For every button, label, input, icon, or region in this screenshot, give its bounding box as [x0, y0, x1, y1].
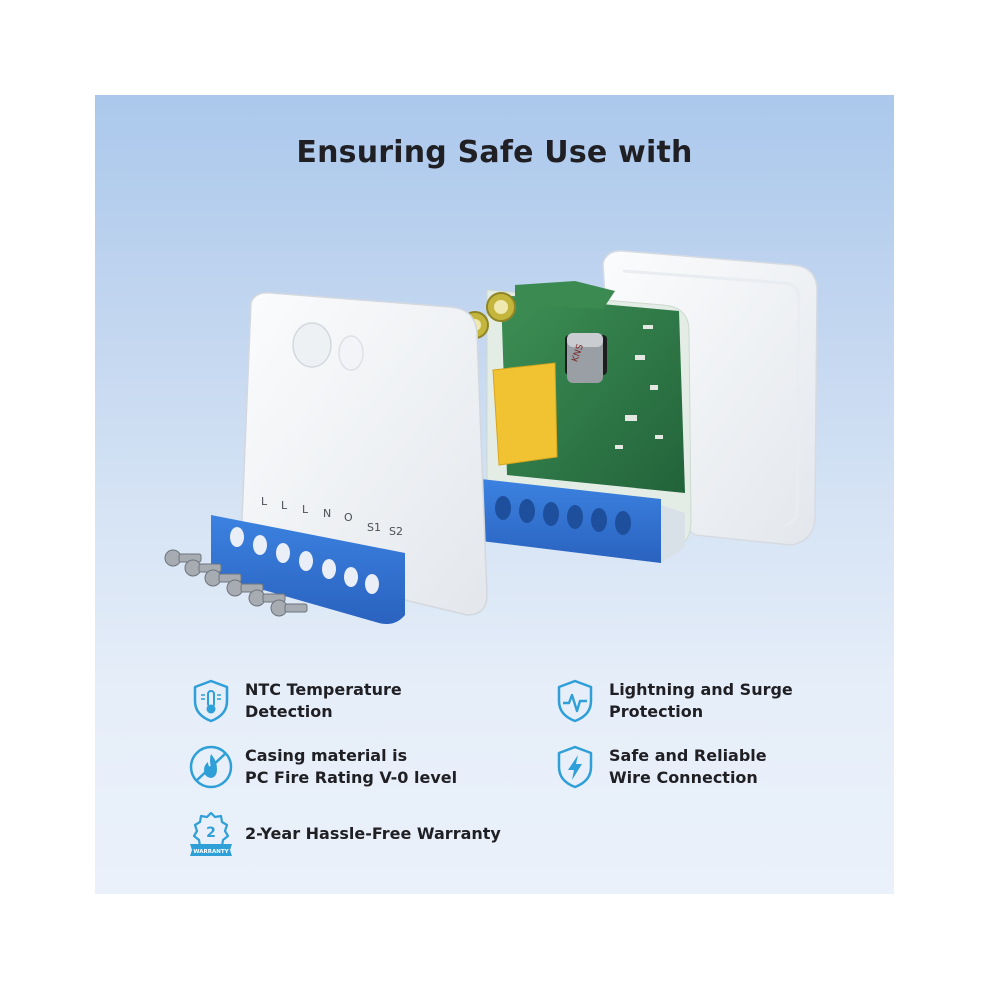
- lightning-pulse-shield-icon: [557, 679, 593, 723]
- bolt-shield-icon: [557, 745, 593, 789]
- terminal-label: S1: [367, 521, 381, 534]
- terminal-label: L: [302, 503, 309, 516]
- terminal-label: L: [281, 499, 288, 512]
- terminal-label: L: [261, 495, 268, 508]
- warranty-badge-icon: 2 WARRANTY: [190, 811, 232, 856]
- feature-line: Detection: [245, 702, 333, 721]
- page-title: Ensuring Safe Use with: [296, 135, 693, 170]
- feature-ntc-temperature: NTC Temperature Detection: [187, 677, 402, 725]
- feature-lightning-surge: Lightning and Surge Protection: [551, 677, 793, 725]
- product-illustration: KNS: [164, 250, 818, 624]
- terminal-label: N: [323, 507, 331, 520]
- feature-line: PC Fire Rating V-0 level: [245, 768, 458, 787]
- pcb-terminal-block: [481, 479, 685, 563]
- screws: [164, 549, 308, 617]
- feature-line: Lightning and Surge: [609, 680, 793, 699]
- terminal-label: S2: [389, 525, 403, 538]
- feature-warranty: 2 WARRANTY 2-Year Hassle-Free Warranty: [187, 810, 501, 858]
- product-panel: Ensuring Safe Use with: [95, 95, 894, 894]
- feature-wire-connection: Safe and Reliable Wire Connection: [551, 743, 767, 791]
- badge-number: 2: [206, 825, 216, 841]
- feature-line: Casing material is: [245, 746, 408, 765]
- front-terminal-strip: [211, 515, 405, 624]
- feature-line: Wire Connection: [609, 768, 758, 787]
- badge-text: WARRANTY: [193, 849, 229, 855]
- thermometer-shield-icon: [193, 679, 229, 723]
- feature-line: Protection: [609, 702, 704, 721]
- feature-line: NTC Temperature: [245, 680, 402, 699]
- fire-circle-icon: [189, 745, 233, 789]
- feature-fire-rating: Casing material is PC Fire Rating V-0 le…: [187, 743, 457, 791]
- feature-line: 2-Year Hassle-Free Warranty: [245, 824, 501, 843]
- terminal-label: O: [344, 511, 353, 524]
- feature-line: Safe and Reliable: [609, 746, 767, 765]
